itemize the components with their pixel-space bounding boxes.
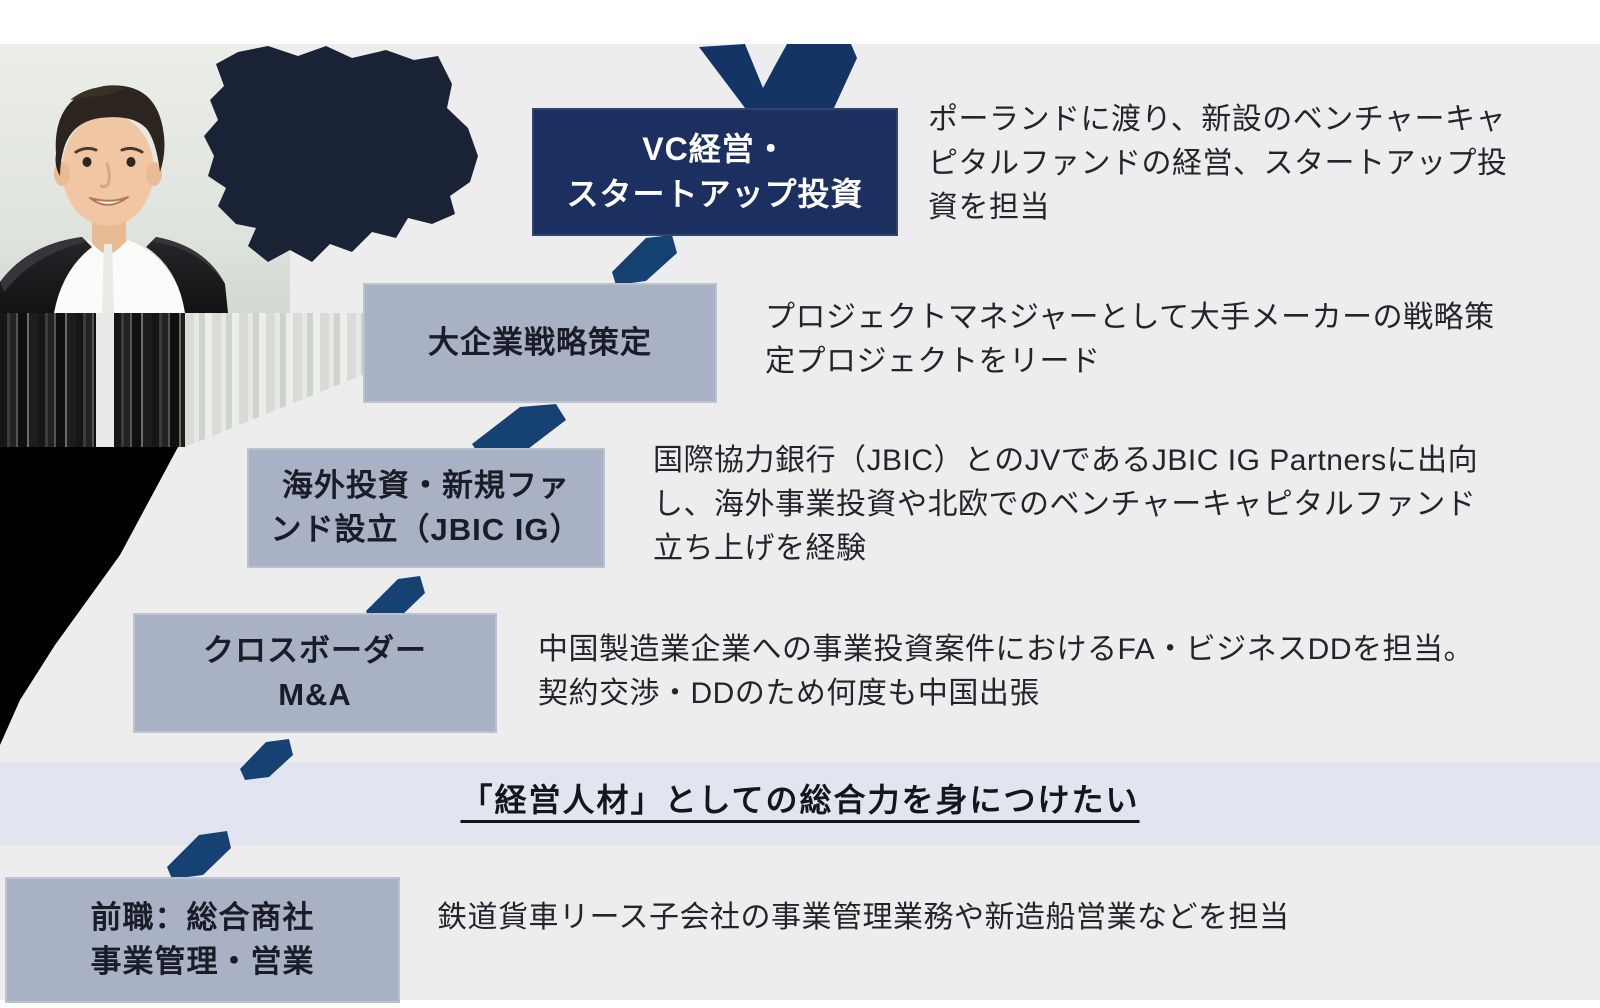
goal-statement: 「経営人材」としての総合力を身につけたい — [0, 775, 1600, 821]
step-description-previous-job: 鉄道貨車リース子会社の事業管理業務や新造船営業などを担当 — [437, 901, 1290, 934]
step-description-vc-management: ポーランドに渡り、新設のベンチャーキャ ピタルファンドの経営、スタートアップ投 … — [928, 103, 1508, 224]
step-box-corporate-strategy: 大企業戦略策定 — [363, 283, 717, 403]
step-box-crossborder-ma: クロスボーダー M&A — [133, 613, 497, 733]
step-description-crossborder-ma: 中国製造業企業への事業投資案件におけるFA・ビジネスDDを担当。 契約交渉・DD… — [538, 633, 1475, 710]
step-box-overseas-investment: 海外投資・新規ファ ンド設立（JBIC IG） — [247, 448, 605, 568]
step-description-corporate-strategy: プロジェクトマネジャーとして大手メーカーの戦略策 定プロジェクトをリード — [765, 301, 1495, 378]
step-box-vc-management: VC経営・ スタートアップ投資 — [532, 108, 898, 236]
bottom-white-strip — [0, 1000, 1600, 1008]
photo-smear-artifact-dark — [0, 313, 185, 447]
step-box-previous-job: 前職：総合商社 事業管理・営業 — [5, 877, 400, 1003]
profile-photo-illustration — [0, 44, 290, 313]
profile-photo — [0, 44, 290, 313]
step-description-overseas-investment: 国際協力銀行（JBIC）とのJVであるJBIC IG Partnersに出向 し… — [653, 444, 1479, 565]
goal-statement-text: 「経営人材」としての総合力を身につけたい — [460, 782, 1140, 818]
